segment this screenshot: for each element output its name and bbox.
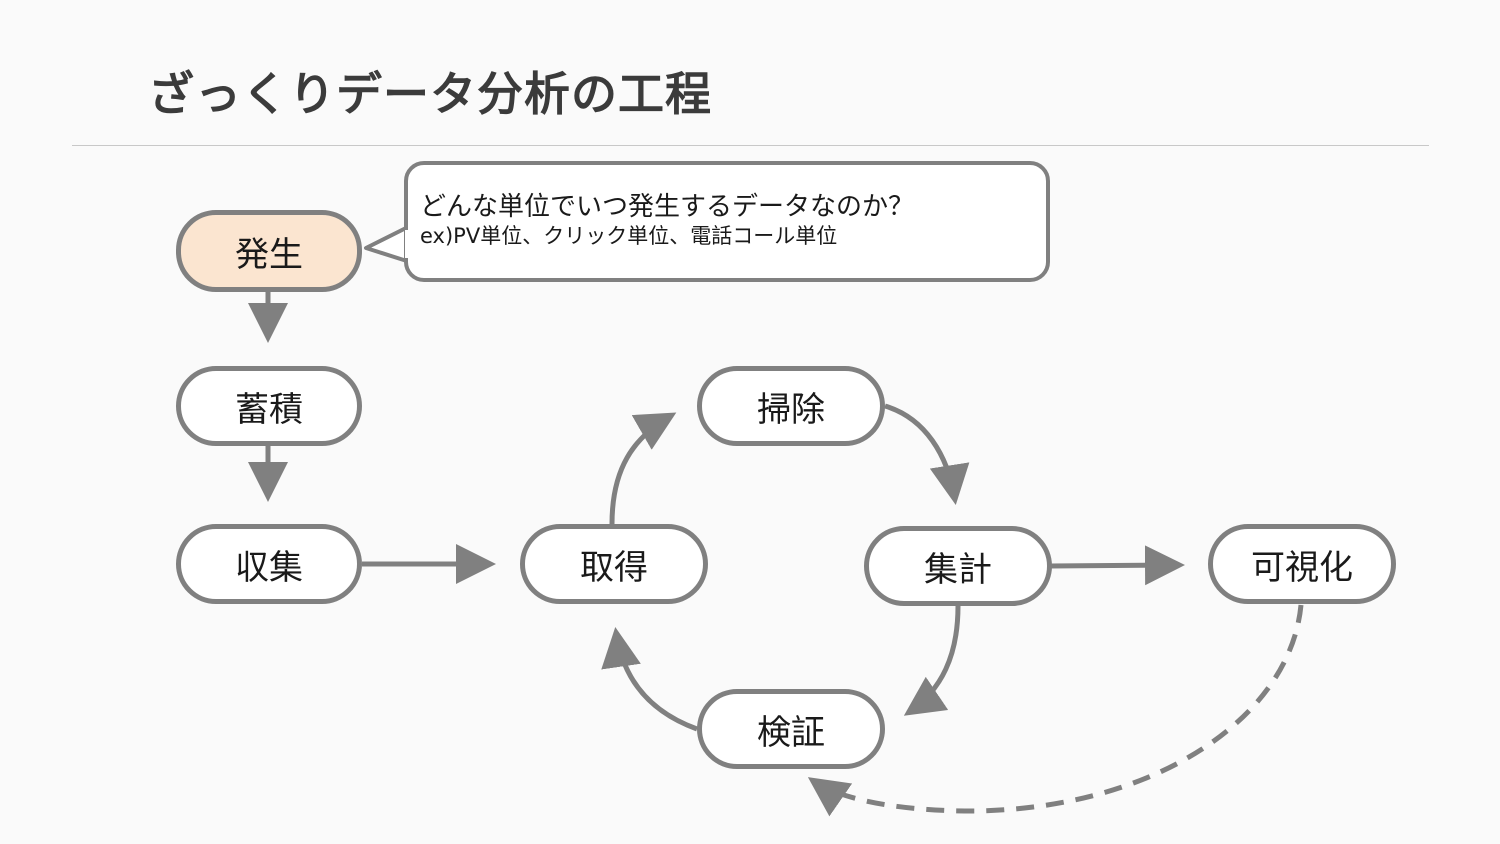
arrow-shukei-to-kashika (1049, 545, 1185, 586)
node-shukei[interactable]: 集計 (864, 526, 1052, 606)
page-title: ざっくりデータ分析の工程 (148, 67, 712, 121)
node-kashika[interactable]: 可視化 (1208, 524, 1396, 604)
node-kenshou[interactable]: 検証 (697, 689, 885, 769)
callout-sub-text: ex)PV単位、クリック単位、電話コール単位 (420, 224, 838, 248)
arrow-kashika-to-kenshou-dashed (807, 604, 1304, 817)
node-souji[interactable]: 掃除 (697, 366, 885, 446)
callout-box: どんな単位でいつ発生するデータなのか？ ex)PV単位、クリック単位、電話コール… (404, 161, 1050, 282)
arrow-shukei-to-kenshou (903, 605, 961, 716)
node-shutoku[interactable]: 取得 (520, 524, 708, 604)
title-divider (72, 145, 1429, 146)
arrow-shutoku-to-souji (609, 412, 677, 525)
node-hassei[interactable]: 発生 (176, 210, 362, 292)
arrow-kenshou-to-shutoku (601, 627, 698, 732)
arrow-souji-to-shukei (884, 403, 970, 505)
node-shushu[interactable]: 収集 (176, 524, 362, 604)
node-chikuseki[interactable]: 蓄積 (176, 366, 362, 446)
callout-main-text: どんな単位でいつ発生するデータなのか？ (420, 192, 915, 222)
